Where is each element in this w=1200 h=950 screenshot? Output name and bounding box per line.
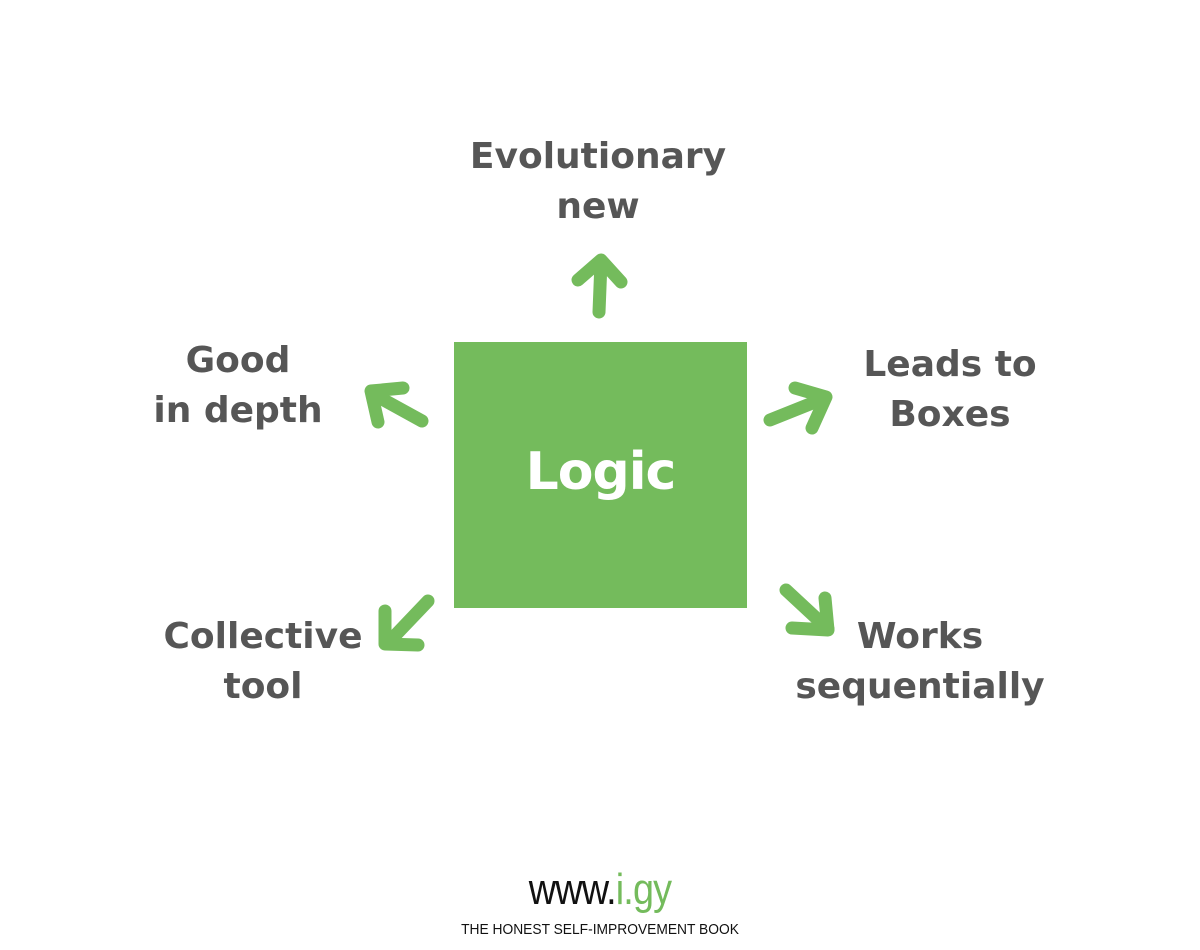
center-box: Logic: [454, 342, 747, 608]
node-top-label: Evolutionary new: [470, 132, 726, 232]
node-top-line2: new: [556, 186, 640, 227]
footer-url-brand: i.gy: [615, 865, 672, 914]
node-left-line2: in depth: [153, 390, 323, 431]
node-bottom-left-line2: tool: [223, 666, 303, 707]
node-left-label: Good in depth: [153, 336, 322, 436]
node-left-line1: Good: [185, 340, 291, 381]
arrow-up-left-icon: [364, 381, 429, 429]
arrow-down-left-icon: [378, 594, 435, 652]
arrow-up-right-icon: [763, 381, 833, 435]
node-right-label: Leads to Boxes: [863, 340, 1036, 440]
footer-url-prefix: www.: [528, 865, 617, 914]
footer-tagline: THE HONEST SELF-IMPROVEMENT BOOK: [461, 921, 739, 938]
arrow-up-icon: [571, 253, 628, 319]
node-top-line1: Evolutionary: [469, 136, 727, 177]
footer-url: www.i.gy: [84, 864, 1116, 916]
node-bottom-left-line1: Collective: [163, 616, 363, 657]
center-label: Logic: [525, 442, 677, 502]
node-bottom-right-line2: sequentially: [795, 666, 1045, 707]
node-bottom-right-line1: Works: [856, 616, 984, 657]
node-right-line2: Boxes: [889, 394, 1011, 435]
node-bottom-right-label: Works sequentially: [795, 612, 1044, 712]
node-bottom-left-label: Collective tool: [163, 612, 362, 712]
node-right-line1: Leads to: [863, 344, 1037, 385]
